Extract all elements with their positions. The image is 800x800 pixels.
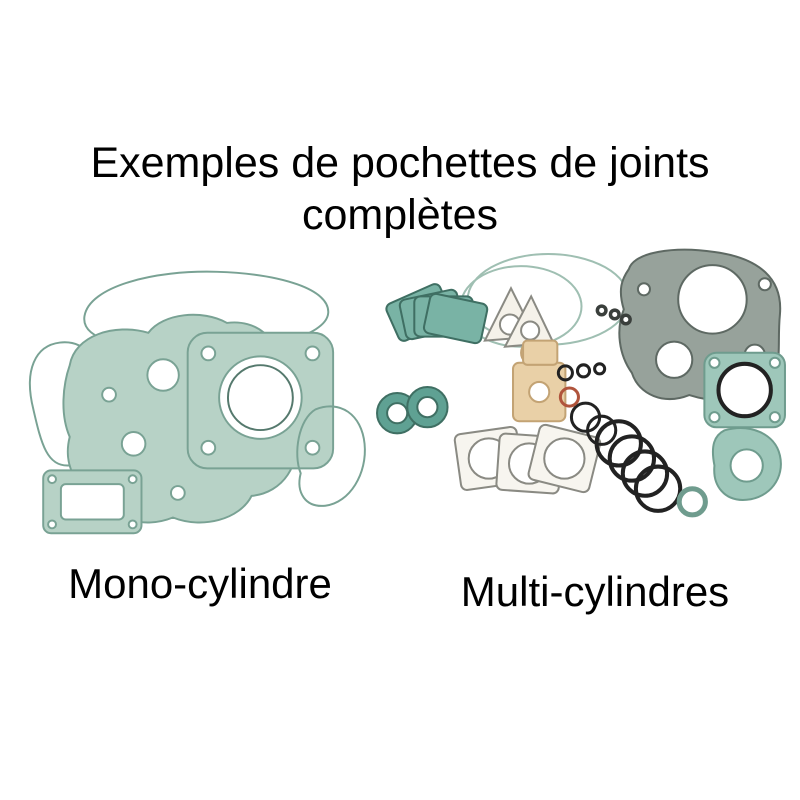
title-line-1: Exemples de pochettes de joints: [90, 139, 710, 187]
mono-cylinder-gasket-kit-image: [15, 262, 380, 547]
rectangular-base-gasket: [42, 469, 143, 535]
page-title: Exemples de pochettes de joints complète…: [0, 138, 800, 241]
cylinder-head-gasket: [186, 331, 335, 470]
multi-cylinder-label: Multi-cylindres: [460, 568, 730, 615]
title-line-2: complètes: [302, 190, 498, 239]
teal-head-gasket: [703, 351, 786, 429]
mono-cylinder-gasket-kit-drawing: [29, 270, 366, 535]
triangular-gaskets: [483, 286, 555, 348]
teal-seal-ring: [676, 486, 708, 518]
red-o-ring: [558, 386, 580, 408]
fanned-shim-gaskets: [385, 283, 489, 345]
large-o-rings: [594, 419, 683, 513]
multi-cylinder-gasket-kit-image: [372, 243, 790, 537]
small-o-rings: [556, 362, 618, 446]
clutch-cover-gasket-outline: [296, 405, 366, 507]
mono-cylinder-label: Mono-cylindre: [68, 560, 332, 607]
teal-cover-gasket: [711, 427, 782, 501]
cylinder-base-gaskets: [453, 423, 602, 495]
twin-port-gasket: [376, 385, 449, 435]
tan-paper-gaskets: [512, 339, 567, 423]
washers: [595, 304, 632, 326]
multi-cylinder-gasket-kit-drawing: [376, 248, 786, 518]
